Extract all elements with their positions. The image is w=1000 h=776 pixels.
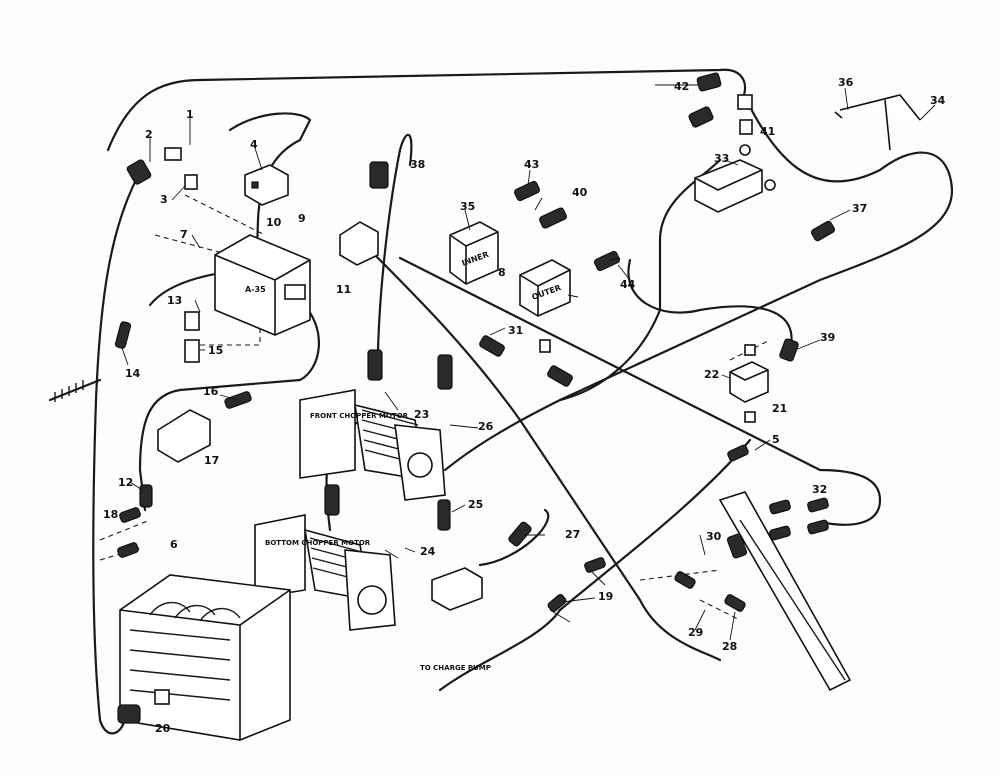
hose-right-long: [443, 93, 954, 472]
callout-13: 13: [167, 294, 182, 307]
front-chopper-motor-label: FRONT CHOPPER MOTOR: [310, 412, 409, 420]
callout-2: 2: [145, 128, 153, 141]
rake-14: [48, 378, 102, 402]
bottom-chopper-motor: BOTTOM CHOPPER MOTOR: [254, 514, 396, 631]
callout-39: 39: [820, 331, 835, 344]
callout-11: 11: [336, 283, 351, 296]
valve-a35: A-35: [214, 234, 311, 336]
hose-loop-right: [627, 258, 793, 352]
hose-motor-front: [376, 133, 413, 352]
callout-30: 30: [706, 530, 722, 543]
callout-35: 35: [460, 200, 475, 213]
cutter-bar: [718, 491, 852, 692]
callout-9: 9: [298, 212, 306, 225]
callout-10: 10: [266, 216, 282, 229]
callout-22: 22: [704, 368, 719, 381]
callout-16: 16: [203, 385, 219, 398]
callout-42: 42: [674, 80, 689, 93]
callout-33: 33: [714, 152, 729, 165]
callout-19: 19: [598, 590, 613, 603]
callout-38: 38: [410, 158, 425, 171]
callout-14: 14: [125, 367, 141, 380]
callout-28: 28: [722, 640, 737, 653]
callout-7: 7: [180, 228, 188, 241]
callout-41: 41: [760, 125, 775, 138]
valve-a35-label: A-35: [245, 285, 266, 294]
tank-19: [431, 567, 483, 611]
valve-outer: OUTER: [519, 259, 571, 317]
callout-1: 1: [186, 108, 194, 121]
leader-lines: [121, 84, 936, 641]
callout-25: 25: [468, 498, 483, 511]
callout-34: 34: [930, 94, 946, 107]
charge-pump-label: TO CHARGE PUMP: [420, 664, 491, 672]
callout-43: 43: [524, 158, 539, 171]
callout-20: 20: [155, 722, 171, 735]
callout-36: 36: [838, 76, 854, 89]
callout-17: 17: [204, 454, 219, 467]
callout-4: 4: [250, 138, 258, 151]
filter-20: [117, 689, 170, 724]
hose-diagonal-1: [398, 256, 882, 526]
hose-left-loop: [92, 174, 140, 735]
callout-23: 23: [414, 408, 429, 421]
callout-numbers: 1 2 3 4 5 6 7 8 9 10 11 12 13 14 15 16 1…: [103, 76, 946, 735]
callout-40: 40: [572, 186, 588, 199]
front-chopper-motor: FRONT CHOPPER MOTOR: [299, 389, 446, 501]
callout-15: 15: [208, 344, 223, 357]
callout-18: 18: [103, 508, 118, 521]
hose-runs: [92, 68, 954, 735]
callout-37: 37: [852, 202, 867, 215]
callout-29: 29: [688, 626, 703, 639]
hose-diagonal-2: [358, 238, 722, 662]
hose-to-36: [558, 438, 752, 612]
hose-charge-pump: [438, 608, 562, 692]
block-4-right: [339, 221, 379, 266]
callout-12: 12: [118, 476, 133, 489]
hose-mid-loop: [138, 268, 321, 512]
manifold-33: [694, 144, 776, 213]
callout-8: 8: [498, 266, 506, 279]
valve-22: [729, 361, 769, 403]
callout-24: 24: [420, 545, 436, 558]
callout-27: 27: [565, 528, 580, 541]
hose-top-arc: [106, 68, 747, 152]
block-4-left: [244, 164, 289, 206]
valve-inner: INNER: [449, 221, 499, 285]
reservoir-block: [119, 574, 291, 741]
callout-26: 26: [478, 420, 494, 433]
tank-16: [157, 409, 211, 463]
callout-31: 31: [508, 324, 523, 337]
lever-34: [834, 94, 921, 151]
callout-44: 44: [620, 278, 636, 291]
callout-32: 32: [812, 483, 827, 496]
hose-27: [478, 508, 550, 567]
callout-6: 6: [170, 538, 178, 551]
callout-21: 21: [772, 402, 787, 415]
bottom-chopper-motor-label: BOTTOM CHOPPER MOTOR: [265, 539, 371, 547]
callout-5: 5: [772, 433, 780, 446]
callout-3: 3: [160, 193, 168, 206]
